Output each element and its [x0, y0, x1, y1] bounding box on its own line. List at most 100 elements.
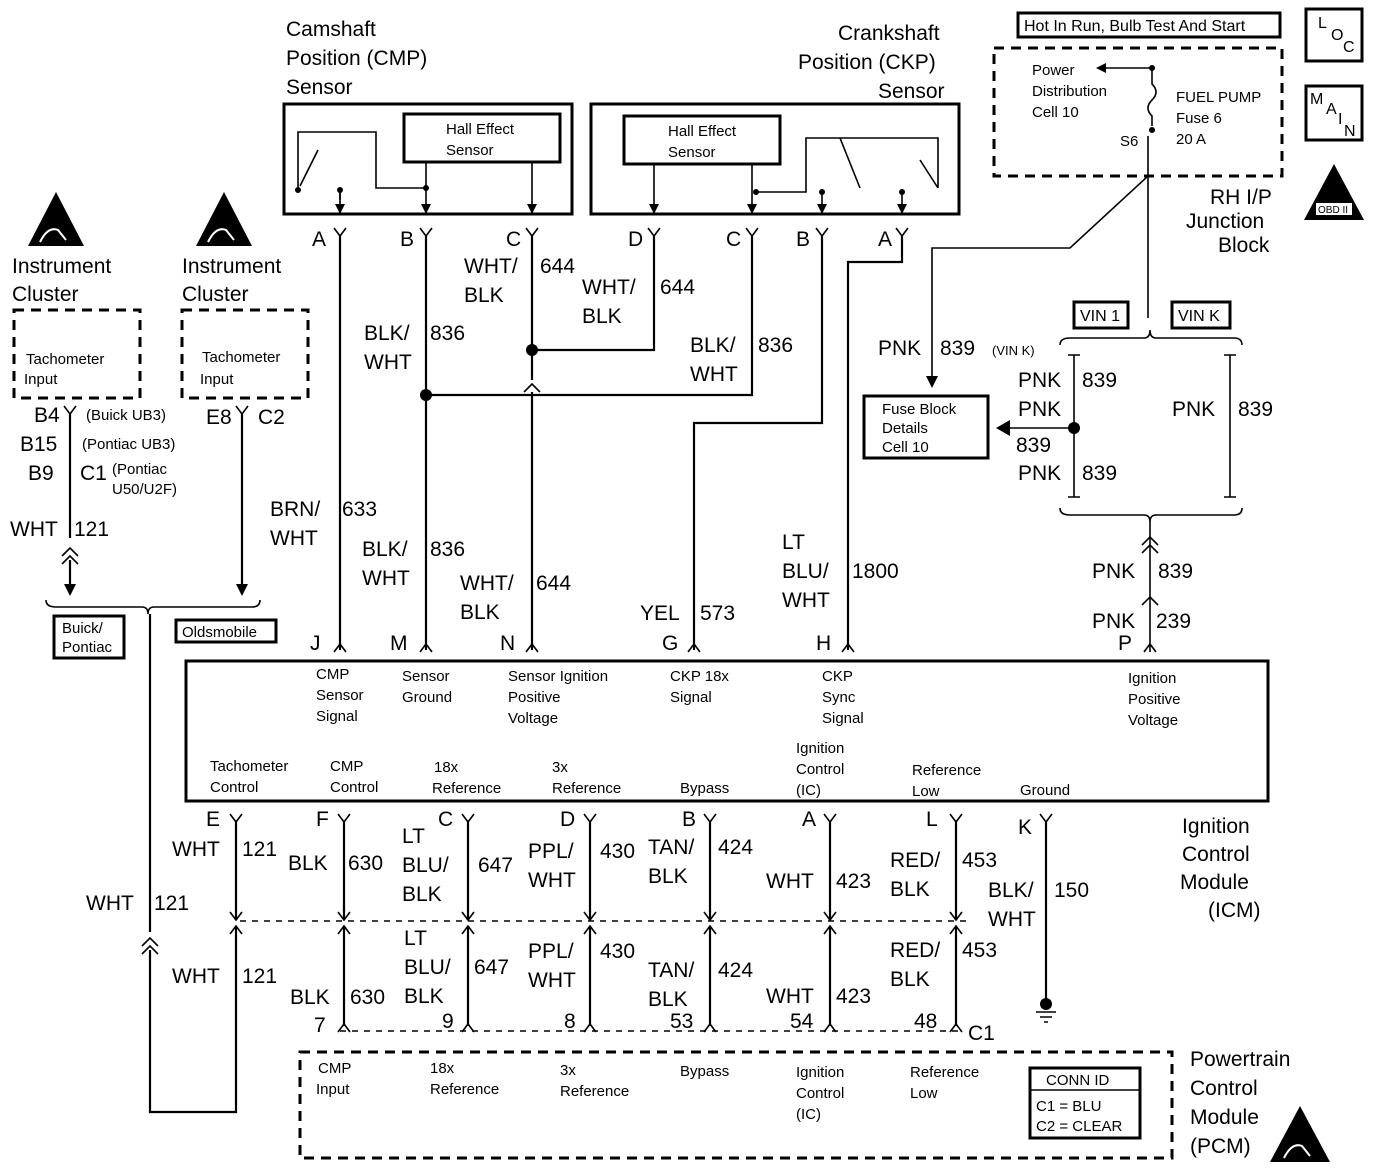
- loc-badge-l: L: [1318, 15, 1327, 32]
- d2-wire-2: WHT: [528, 969, 576, 992]
- ckp-hall-box: [622, 114, 782, 166]
- pcm-bypass: Bypass: [680, 1063, 729, 1080]
- loc-badge: [1304, 7, 1364, 63]
- cmp-sensor-box: [282, 102, 574, 216]
- icm-cmp-signal-2: Sensor: [316, 687, 364, 704]
- icm-3x-ref-2: Reference: [552, 780, 621, 797]
- vink-note: (VIN K): [992, 343, 1035, 358]
- pnk-839-low-color: PNK: [1092, 560, 1135, 583]
- icm-18x-ref-2: Reference: [432, 780, 501, 797]
- oldsmobile-label: Oldsmobile: [182, 624, 257, 641]
- ckp-pin-c: C: [726, 228, 741, 251]
- icm-sensor-ign-3: Voltage: [508, 710, 558, 727]
- icm-pin-n: N: [500, 632, 515, 655]
- icm-pin-e: E: [206, 808, 220, 831]
- icm-cmp-signal-3: Signal: [316, 708, 358, 725]
- icm-ign-pos-1: Ignition: [1128, 670, 1176, 687]
- cluster1-box-1: Tachometer: [26, 351, 104, 368]
- pcm-pin-53: 53: [670, 1010, 693, 1033]
- cluster2-title-2: Cluster: [182, 283, 249, 306]
- pcm-pin-7: 7: [314, 1014, 326, 1037]
- pin-b9: B9: [28, 462, 54, 485]
- c-wire-1: LT: [402, 825, 425, 848]
- tach-signal-wire: [148, 614, 238, 1114]
- d-wire-1: PPL/: [528, 840, 574, 863]
- pcm-ref-low-1: Reference: [910, 1064, 979, 1081]
- icm-3x-ref-1: 3x: [552, 759, 568, 776]
- icm-pin-j: J: [310, 632, 321, 655]
- wht-121-top-circuit: 121: [74, 518, 109, 541]
- l-wire-2: BLK: [890, 878, 930, 901]
- vin-1-box: [1072, 300, 1130, 330]
- fuse-label-3: 20 A: [1176, 131, 1206, 148]
- pin-b4: B4: [34, 404, 60, 427]
- ckp-pin-a: A: [878, 228, 892, 251]
- icm-title-1: Ignition: [1182, 815, 1250, 838]
- blk-836-a-circuit: 836: [430, 322, 465, 345]
- pcm-3x-1: 3x: [560, 1062, 576, 1079]
- wht-121-left-circuit: 121: [154, 892, 189, 915]
- icm-ic-2: Control: [796, 761, 844, 778]
- a-wire-circuit: 423: [836, 870, 871, 893]
- icm-ref-low-1: Reference: [912, 762, 981, 779]
- ckp-title-1: Crankshaft: [838, 22, 940, 45]
- pin-c1-note-2: U50/U2F): [112, 481, 177, 498]
- icm-ckp-sync-2: Sync: [822, 689, 856, 706]
- pin-b15: B15: [20, 433, 57, 456]
- ltblu-1800-circuit: 1800: [852, 560, 899, 583]
- icm-ckp18x-2: Signal: [670, 689, 712, 706]
- blk-836-a-color2: WHT: [364, 351, 412, 374]
- wht-644-c-color2: BLK: [460, 601, 500, 624]
- d-wire-circuit: 430: [600, 840, 635, 863]
- icm-pin-p: P: [1118, 632, 1132, 655]
- icm-pin-g: G: [662, 632, 678, 655]
- buick-pontiac-1: Buick/: [62, 620, 104, 637]
- blk-836-b-color2: WHT: [690, 363, 738, 386]
- wht-121-left-color: WHT: [86, 892, 134, 915]
- cluster2-title-1: Instrument: [182, 255, 281, 278]
- cmp-title-3: Sensor: [286, 76, 353, 99]
- l-wire-circuit: 453: [962, 849, 997, 872]
- l2-wire-circuit: 453: [962, 939, 997, 962]
- a2-wire-color: WHT: [766, 985, 814, 1008]
- conn-id-title: CONN ID: [1046, 1072, 1110, 1089]
- fuse-label-2: Fuse 6: [1176, 110, 1222, 127]
- f2-wire-circuit: 630: [350, 986, 385, 1009]
- icm-sensor-ground-2: Ground: [402, 689, 452, 706]
- cluster2-box-1: Tachometer: [202, 349, 280, 366]
- icm-ic-3: (IC): [796, 782, 821, 799]
- pcm-pin-54: 54: [790, 1010, 814, 1033]
- pcm-title-1: Powertrain: [1190, 1048, 1290, 1071]
- b2-wire-2: BLK: [648, 988, 688, 1011]
- pnk-839-c-circuit-2: 839: [1082, 462, 1117, 485]
- pcm-pin-48: 48: [914, 1010, 937, 1033]
- conn-id-c2: C2 = CLEAR: [1036, 1118, 1122, 1135]
- fuse-6-symbol: [1147, 68, 1157, 126]
- cluster1-title-2: Cluster: [12, 283, 79, 306]
- icm-ground: Ground: [1020, 782, 1070, 799]
- c-wire-3: BLK: [402, 883, 442, 906]
- pcm-box: [298, 1050, 1174, 1160]
- pcm-cmp-input-2: Input: [316, 1081, 350, 1098]
- main-badge-a: A: [1326, 101, 1337, 118]
- cmp-pin-b: B: [400, 228, 414, 251]
- conn-id-c1: C1 = BLU: [1036, 1098, 1101, 1115]
- main-badge: [1304, 84, 1364, 142]
- oldsmobile-box: [174, 618, 278, 644]
- pcm-ref-low-2: Low: [910, 1085, 938, 1102]
- pin-c2: C2: [258, 406, 285, 429]
- icm-ign-pos-3: Voltage: [1128, 712, 1178, 729]
- icm-ckp18x-1: CKP 18x: [670, 668, 729, 685]
- ckp-pin-d: D: [628, 228, 643, 251]
- icm-pin-k: K: [1018, 816, 1032, 839]
- esd-icon: [28, 192, 84, 246]
- main-badge-n: N: [1344, 123, 1356, 140]
- conn-id-box: [1028, 1066, 1142, 1140]
- icm-ckp-sync-3: Signal: [822, 710, 864, 727]
- hot-in-run-box: [1016, 11, 1282, 39]
- d2-wire-circuit: 430: [600, 940, 635, 963]
- wht-121-top-color: WHT: [10, 518, 58, 541]
- b-wire-1: TAN/: [648, 836, 694, 859]
- icm-ic-1: Ignition: [796, 740, 844, 757]
- icm-cmp-ctrl-1: CMP: [330, 758, 363, 775]
